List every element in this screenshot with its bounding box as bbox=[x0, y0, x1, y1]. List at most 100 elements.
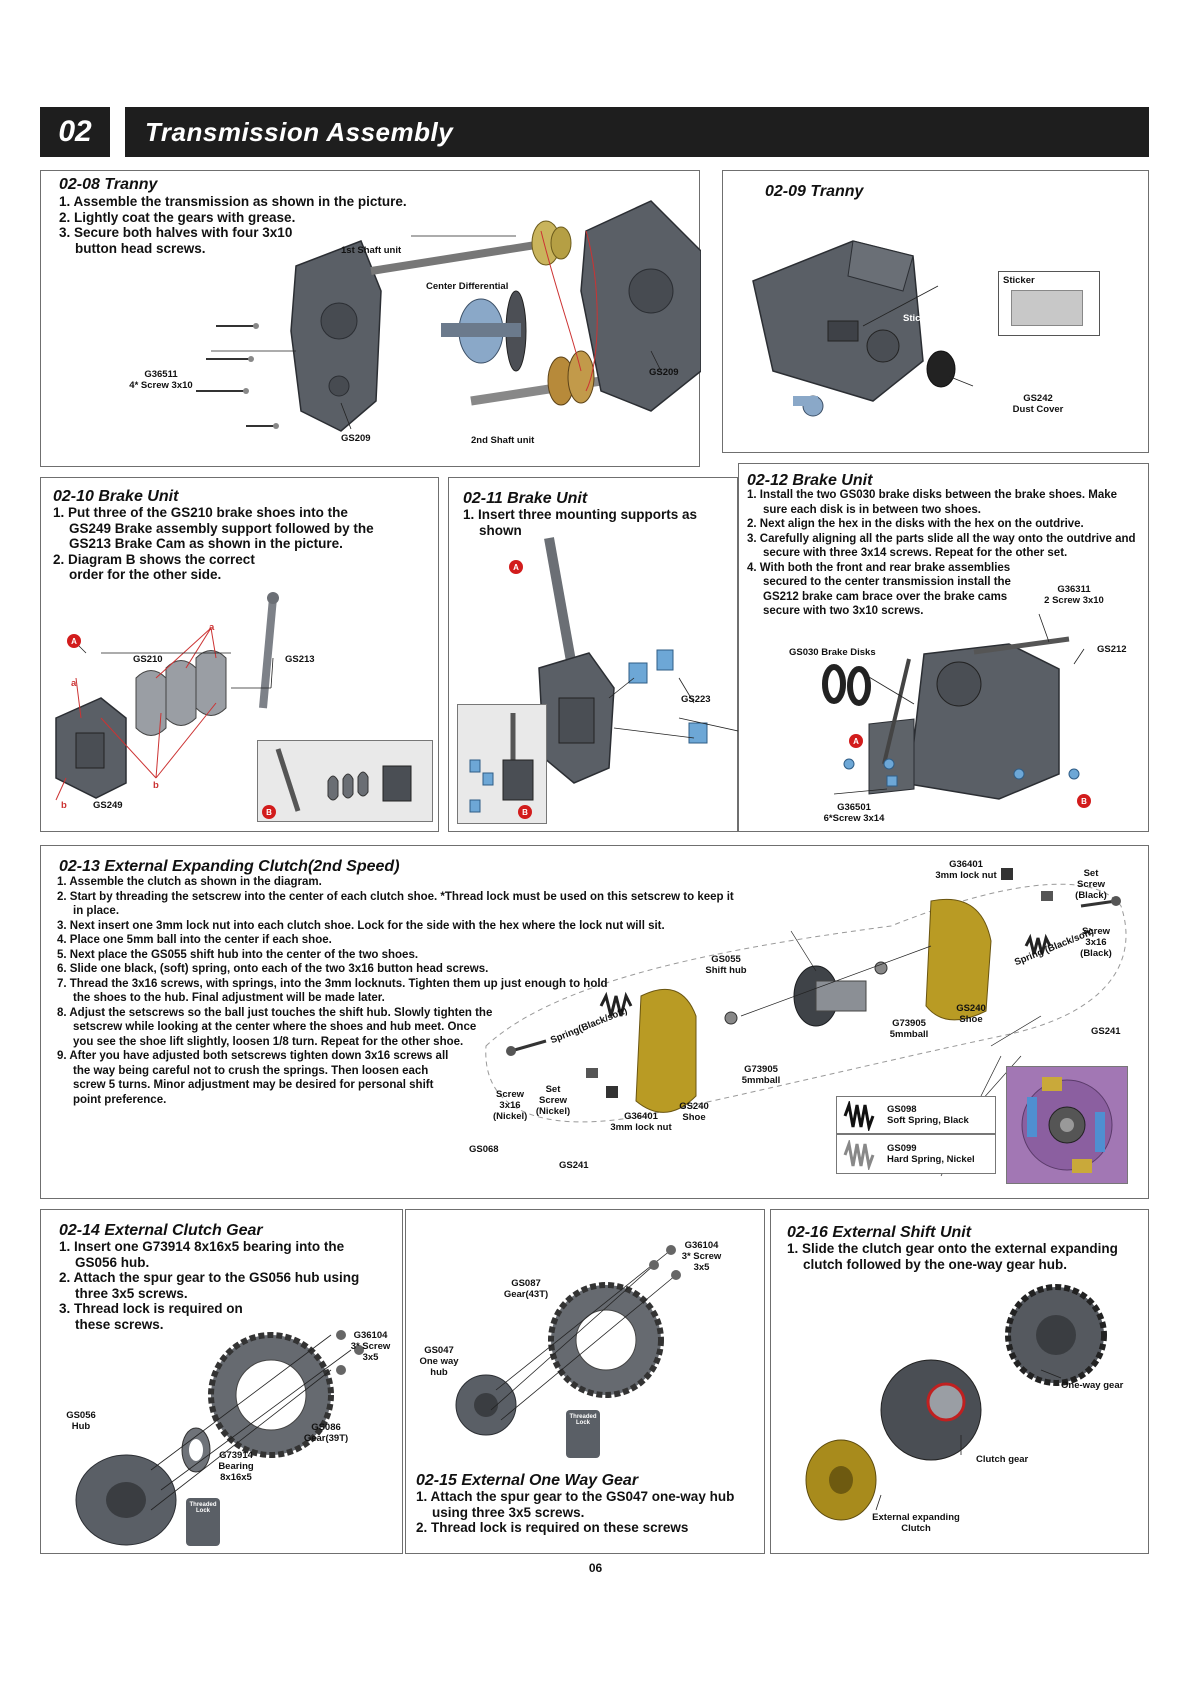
label-center-differential: Center Differential bbox=[426, 281, 509, 292]
instruction-step: 1. Insert one G73914 8x16x5 bearing into… bbox=[59, 1239, 345, 1270]
instruction-step: 1. Insert three mounting supports as sho… bbox=[463, 507, 698, 538]
marker-b: B bbox=[262, 805, 276, 819]
label-one-way-gear: One-way gear bbox=[1061, 1380, 1124, 1391]
label-external-expanding-clutch: External expanding Clutch bbox=[872, 1512, 960, 1534]
panel-title: 02-09 Tranny bbox=[765, 183, 864, 200]
instruction-step: 2. Diagram B shows the correct order for… bbox=[53, 551, 255, 583]
instruction-list: 1. Assemble the transmission as shown in… bbox=[59, 194, 439, 256]
panel-02-10: 02-10 Brake Unit 1. Put three of the GS2… bbox=[40, 477, 439, 832]
label-set-screw-nickel: Set Screw (Nickel) bbox=[535, 1084, 571, 1117]
marker-b: B bbox=[518, 805, 532, 819]
instruction-list: 1. Install the two GS030 brake disks bet… bbox=[747, 488, 1142, 619]
label-gs241-right: GS241 bbox=[1091, 1026, 1121, 1037]
label-2nd-shaft: 2nd Shaft unit bbox=[471, 435, 535, 446]
label-gs030: GS030 Brake Disks bbox=[789, 647, 876, 658]
panel-title: 02-13 External Expanding Clutch(2nd Spee… bbox=[59, 858, 400, 875]
brake-unit-illustration bbox=[55, 592, 279, 801]
section-number: 02 bbox=[40, 107, 110, 157]
instruction-list: 1. Put three of the GS210 brake shoes in… bbox=[53, 505, 393, 583]
label-1st-shaft: 1st Shaft unit bbox=[341, 245, 402, 256]
instruction-step: 4. With both the front and rear brake as… bbox=[747, 561, 1011, 618]
marker-a: A bbox=[849, 734, 863, 748]
one-way-gear-illustration bbox=[455, 1245, 681, 1436]
inset-diagram-b: B bbox=[457, 704, 547, 824]
transmission-exploded-illustration bbox=[196, 200, 701, 432]
instruction-list: 1. Slide the clutch gear onto the extern… bbox=[787, 1241, 1137, 1272]
instruction-step: 2. Attach the spur gear to the GS056 hub… bbox=[59, 1270, 360, 1301]
shift-unit-illustration bbox=[805, 1284, 1107, 1521]
instruction-step: 1. Install the two GS030 brake disks bet… bbox=[747, 489, 1118, 516]
instruction-step: 9. After you have adjusted both setscrew… bbox=[57, 1050, 449, 1106]
transmission-assembled-illustration bbox=[752, 240, 974, 417]
mounting-supports-illustration bbox=[538, 537, 739, 784]
label-screw-3x16-black: Screw 3x16 (Black) bbox=[1080, 926, 1112, 959]
panel-02-12: 02-12 Brake Unit 1. Install the two GS03… bbox=[738, 463, 1149, 832]
threadlock-label: Threaded Lock bbox=[569, 1414, 597, 1426]
instruction-list: 1. Assemble the clutch as shown in the d… bbox=[57, 875, 747, 1107]
instruction-list: 1. Attach the spur gear to the GS047 one… bbox=[416, 1489, 756, 1536]
panel-title: 02-08 Tranny bbox=[59, 176, 158, 193]
instruction-step: 6. Slide one black, (soft) spring, onto … bbox=[57, 963, 489, 975]
hard-spring-icon bbox=[843, 1140, 875, 1170]
label-letter-b: b bbox=[61, 800, 67, 811]
label-gs209-right: GS209 bbox=[649, 367, 679, 378]
label-gs223: GS223 bbox=[681, 694, 711, 705]
label-sticker: Sticker bbox=[1003, 275, 1035, 286]
instruction-step: 1. Assemble the transmission as shown in… bbox=[59, 194, 407, 209]
threadlock-icon: Threaded Lock bbox=[186, 1498, 220, 1546]
section-title: Transmission Assembly bbox=[125, 107, 1149, 157]
brake-assembly-illustration bbox=[822, 613, 1085, 800]
panel-title: 02-14 External Clutch Gear bbox=[59, 1222, 263, 1239]
sticker-callout: Sticker bbox=[998, 271, 1100, 336]
soft-spring-icon bbox=[843, 1101, 875, 1131]
instruction-step: 8. Adjust the setscrews so the ball just… bbox=[57, 1006, 493, 1048]
panel-title: 02-16 External Shift Unit bbox=[787, 1224, 972, 1241]
clutch-assembled-photo bbox=[1021, 1077, 1113, 1173]
panel-02-14: 02-14 External Clutch Gear 1. Insert one… bbox=[40, 1209, 403, 1554]
instruction-step: 1. Attach the spur gear to the GS047 one… bbox=[416, 1489, 735, 1520]
panel-title: 02-10 Brake Unit bbox=[53, 488, 179, 505]
instruction-step: 2. Thread lock is required on these scre… bbox=[416, 1520, 689, 1535]
instruction-step: 1. Assemble the clutch as shown in the d… bbox=[57, 876, 322, 888]
instruction-step: 3. Next insert one 3mm lock nut into eac… bbox=[57, 919, 665, 932]
expanding-clutch-illustration bbox=[485, 868, 1127, 1177]
instruction-list: 1. Insert one G73914 8x16x5 bearing into… bbox=[59, 1239, 379, 1332]
threadlock-icon: Threaded Lock bbox=[566, 1410, 600, 1458]
marker-a: A bbox=[509, 560, 523, 574]
panel-02-11: 02-11 Brake Unit 1. Insert three mountin… bbox=[448, 477, 739, 832]
instruction-step: 3. Carefully aligning all the parts slid… bbox=[747, 532, 1136, 560]
clutch-gear-illustration bbox=[75, 1330, 364, 1546]
instruction-step: 1. Put three of the GS210 brake shoes in… bbox=[53, 505, 374, 551]
panel-02-16: 02-16 External Shift Unit 1. Slide the c… bbox=[770, 1209, 1149, 1554]
instruction-step: 2. Lightly coat the gears with grease. bbox=[59, 209, 296, 225]
label-gs210: GS210 bbox=[133, 654, 163, 665]
panel-title: 02-12 Brake Unit bbox=[747, 472, 873, 489]
instruction-step: 4. Place one 5mm ball into the center if… bbox=[57, 934, 332, 946]
support-inset-illustration bbox=[469, 713, 534, 813]
label-gs209-left: GS209 bbox=[341, 433, 371, 444]
label-letter-a: a bbox=[71, 678, 77, 689]
threadlock-label: Threaded Lock bbox=[189, 1502, 217, 1514]
marker-b: B bbox=[1077, 794, 1091, 808]
panel-title: 02-11 Brake Unit bbox=[463, 490, 588, 507]
instruction-step: 7. Thread the 3x16 screws, with springs,… bbox=[57, 977, 608, 1005]
